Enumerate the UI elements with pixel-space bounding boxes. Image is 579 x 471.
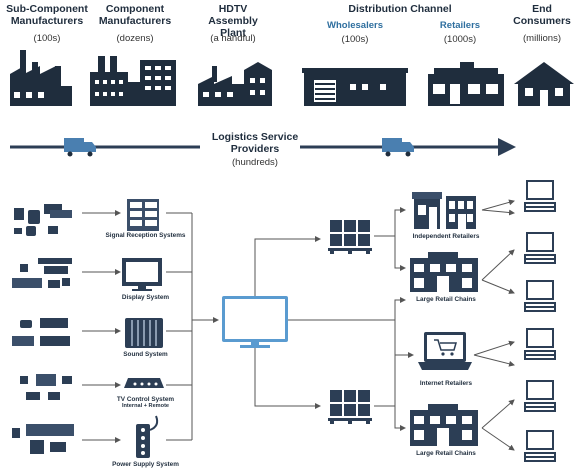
label-large-retail-2: Large Retail Chains [416, 450, 476, 457]
header-assembly: HDTV Assembly Plant [208, 3, 258, 39]
warehouse-wholesaler-icon [302, 68, 408, 106]
label-tv-control: TV Control System [116, 396, 175, 403]
label-large-retail-1: Large Retail Chains [416, 296, 476, 303]
logistics-count: (hundreds) [232, 157, 278, 168]
central-tv-icon [222, 296, 288, 348]
connector-wholesalers-to-retailers [374, 207, 414, 431]
count-end-consumers: (millions) [523, 33, 561, 44]
subcomponent-cluster-1-icon [14, 204, 72, 236]
connector-component-to-tv [166, 212, 219, 441]
count-component: (dozens) [116, 33, 154, 44]
display-system-icon [122, 258, 162, 291]
internet-retailer-icon [418, 332, 472, 370]
store-retailer-icon [428, 62, 504, 106]
label-internal-remote: Internal + Remote [121, 403, 170, 409]
independent-retailer-icon [412, 192, 476, 229]
large-retail-chain-icon [410, 252, 478, 292]
label-internet-retailers: Internet Retailers [419, 380, 473, 387]
pallet-lower-icon [328, 390, 372, 424]
subcomponent-cluster-2-icon [12, 258, 72, 288]
truck-icon [382, 138, 414, 157]
header-sub-component: Sub-Component Manufacturers [6, 3, 88, 27]
header-wholesalers: Wholesalers [327, 20, 383, 31]
consumer-tv-icon [524, 328, 556, 360]
consumer-tv-icon [524, 232, 556, 264]
logistics-title: Logistics Service Providers [211, 131, 299, 155]
consumer-tv-group [524, 180, 556, 462]
header-retailers: Retailers [439, 20, 481, 31]
arrows-retailers-to-consumers [473, 199, 515, 451]
connector-tv-to-wholesalers [254, 236, 395, 409]
header-end-consumers: End Consumers [513, 3, 571, 27]
truck-icon [64, 138, 96, 157]
subcomponent-cluster-4-icon [20, 374, 72, 400]
factory-assembly-icon [198, 62, 272, 106]
count-sub-component: (100s) [33, 33, 61, 44]
pallet-upper-icon [328, 220, 372, 254]
subcomponent-cluster-5-icon [12, 424, 74, 454]
consumer-tv-icon [524, 280, 556, 312]
sound-system-icon [125, 318, 163, 348]
count-assembly: (a handful) [210, 33, 256, 44]
tv-control-icon [124, 378, 164, 388]
house-consumer-icon [514, 62, 574, 106]
count-wholesalers: (100s) [341, 34, 369, 45]
label-power-supply: Power Supply System [112, 461, 179, 468]
consumer-tv-icon [524, 430, 556, 462]
count-retailers: (1000s) [443, 34, 477, 45]
label-signal-reception: Signal Reception Systems [105, 232, 186, 239]
header-component: Component Manufacturers [98, 3, 172, 27]
large-retail-chain-icon [410, 404, 478, 446]
label-independent-retailers: Independent Retailers [412, 233, 480, 240]
header-distribution: Distribution Channel [348, 3, 452, 15]
subcomponent-cluster-3-icon [12, 318, 70, 346]
label-display-system: Display System [121, 294, 170, 301]
factory-component-icon [90, 56, 176, 106]
consumer-tv-icon [524, 180, 556, 212]
arrows-sub-to-component [82, 210, 121, 443]
power-supply-icon [136, 415, 159, 458]
consumer-tv-icon [524, 380, 556, 412]
signal-reception-icon [127, 199, 159, 231]
factory-sub-component-icon [10, 50, 72, 106]
label-sound-system: Sound System [123, 351, 168, 358]
